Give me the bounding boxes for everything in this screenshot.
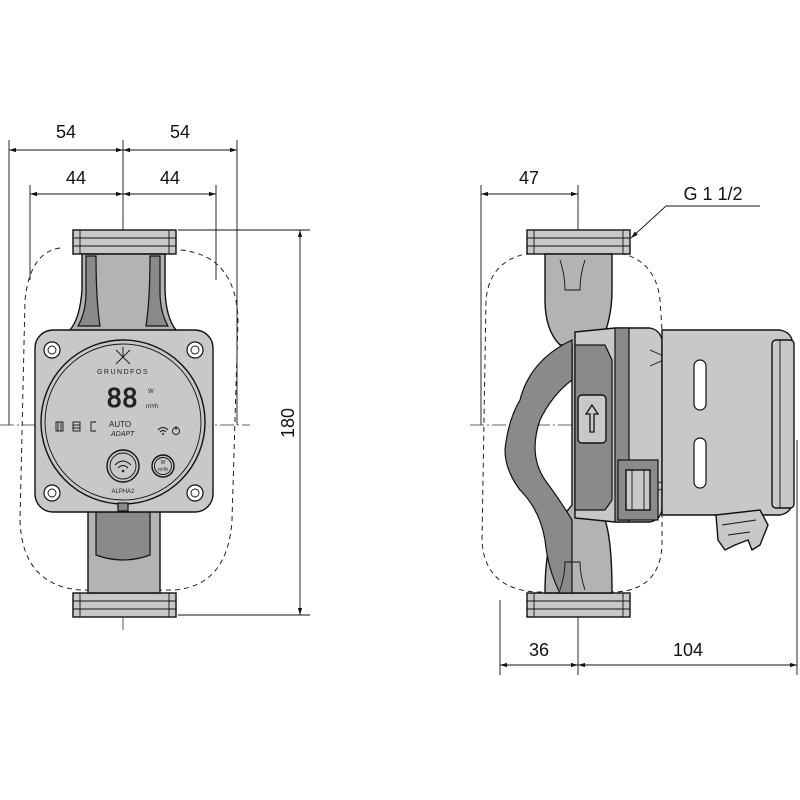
bolt-top-left xyxy=(43,341,61,359)
wireless-button[interactable] xyxy=(106,449,140,483)
top-inlet-flange xyxy=(72,229,177,255)
dimension-bottom-row: 36 104 xyxy=(499,440,798,675)
side-top-flange xyxy=(526,229,631,255)
dimension-54-row: 54 54 xyxy=(8,122,238,425)
side-bottom-flange xyxy=(526,592,631,618)
front-view: 54 54 44 44 180 xyxy=(0,122,310,630)
motor-slot-top xyxy=(693,359,707,411)
dim-36: 36 xyxy=(529,640,549,660)
mode-indicators xyxy=(55,421,96,432)
dim-54-right: 54 xyxy=(170,122,190,142)
power-icon xyxy=(172,426,180,435)
dim-54-left: 54 xyxy=(56,122,76,142)
side-view: 47 G 1 1/2 36 104 xyxy=(470,168,798,675)
grundfos-logo-icon xyxy=(115,347,131,365)
dim-180: 180 xyxy=(278,408,298,438)
mode-label-auto: AUTO xyxy=(109,420,131,429)
dimension-180: 180 xyxy=(178,229,310,616)
housing-shading-right xyxy=(145,255,170,327)
side-envelope-outline xyxy=(481,251,663,593)
dim-104: 104 xyxy=(673,640,703,660)
unit-power: W xyxy=(148,389,154,395)
housing-shading-left xyxy=(76,255,101,327)
dimension-44-row: 44 44 xyxy=(29,168,217,280)
unit-flow: m³/h xyxy=(146,404,158,410)
control-box: GRUNDFOS 88 W m³/h AUTO ADAPT xyxy=(34,329,214,513)
cable-plug xyxy=(715,509,769,552)
bolt-top-right xyxy=(186,341,204,359)
model-label: ALPHA2 xyxy=(111,489,135,495)
brand-label: GRUNDFOS xyxy=(97,369,149,376)
bottom-outlet-flange xyxy=(72,592,177,618)
flow-arrow-icon xyxy=(584,403,600,433)
wireless-icon xyxy=(157,427,169,435)
side-connector xyxy=(617,459,659,521)
mode-button-label-bottom: m³/h xyxy=(158,467,168,473)
mode-button-label-top: W xyxy=(161,460,166,466)
lower-neck-insert xyxy=(95,511,151,561)
front-envelope-outline xyxy=(19,247,239,591)
cable-notch xyxy=(117,502,129,512)
thread-label: G 1 1/2 xyxy=(683,184,742,204)
display-digits: 88 xyxy=(106,384,137,414)
side-volute xyxy=(504,339,573,594)
flow-arrow-badge xyxy=(577,394,607,444)
thread-callout: G 1 1/2 xyxy=(630,184,760,239)
bolt-bottom-left xyxy=(43,484,61,502)
mode-label-adapt: ADAPT xyxy=(110,431,135,438)
dim-47: 47 xyxy=(519,168,539,188)
motor-slot-bottom xyxy=(693,437,707,489)
mode-button[interactable]: W m³/h xyxy=(151,454,175,478)
dim-44-left: 44 xyxy=(66,168,86,188)
dimension-47: 47 xyxy=(480,168,579,425)
bolt-bottom-right xyxy=(186,484,204,502)
side-motor-can xyxy=(661,329,795,516)
dim-44-right: 44 xyxy=(160,168,180,188)
